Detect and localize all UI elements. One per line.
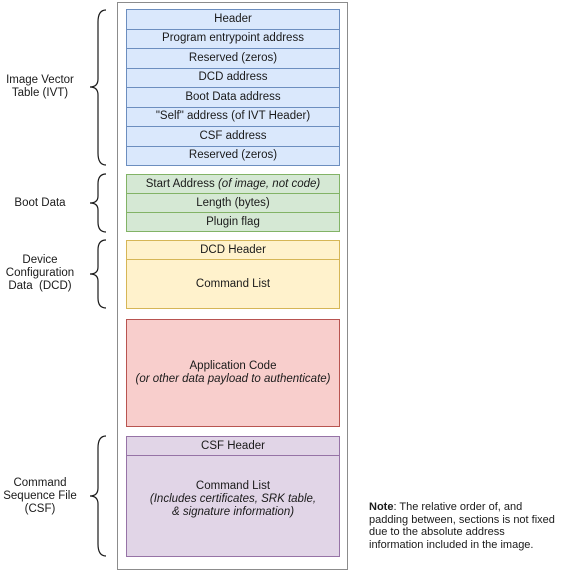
dcd-header-box: DCD Header [126, 240, 340, 260]
ivt-row-csf-address: CSF address [126, 126, 340, 147]
ivt-row-dcd-address: DCD address [126, 67, 340, 88]
csf-detail-line-2: & signature information) [171, 505, 295, 518]
boot-data-section-label: Boot Data [14, 197, 66, 209]
application-code-subtitle: (or other data payload to authenticate) [135, 373, 331, 385]
dcd-section-label: Device Configuration Data (DCD) [5, 254, 75, 292]
csf-section-label: Command Sequence File (CSF) [3, 477, 77, 515]
csf-command-list-title: Command List [195, 479, 271, 492]
application-code-title: Application Code [189, 360, 277, 372]
application-code-box: Application Code (or other data payload … [126, 319, 340, 427]
section-braces [89, 9, 107, 557]
note-bold-label: Note [369, 501, 394, 513]
dcd-command-list-box: Command List [126, 259, 340, 309]
csf-header-box: CSF Header [126, 436, 340, 456]
start-address-label: Start Address [145, 177, 218, 190]
boot-brace [89, 173, 107, 233]
note-text: Note: The relative order of, and padding… [369, 501, 559, 551]
csf-detail-line-1: (Includes certificates, SRK table, [149, 492, 317, 505]
note-body: : The relative order of, and padding bet… [369, 501, 555, 551]
start-address-note: (of image, not code) [217, 177, 321, 190]
csf-brace [89, 435, 107, 557]
boot-row-start-address: Start Address (of image, not code) [126, 174, 340, 194]
csf-command-list-box: Command List (Includes certificates, SRK… [126, 455, 340, 557]
dcd-brace [89, 239, 107, 309]
ivt-section-label: Image Vector Table (IVT) [6, 74, 74, 99]
ivt-row-reserved-1: Reserved (zeros) [126, 48, 340, 69]
ivt-row-reserved-2: Reserved (zeros) [126, 145, 340, 166]
ivt-row-self-address: "Self" address (of IVT Header) [126, 106, 340, 127]
boot-row-plugin-flag: Plugin flag [126, 212, 340, 232]
ivt-row-header: Header [126, 9, 340, 30]
ivt-brace [89, 9, 107, 166]
boot-row-length: Length (bytes) [126, 193, 340, 213]
ivt-row-boot-data-address: Boot Data address [126, 87, 340, 108]
ivt-row-entrypoint: Program entrypoint address [126, 28, 340, 49]
